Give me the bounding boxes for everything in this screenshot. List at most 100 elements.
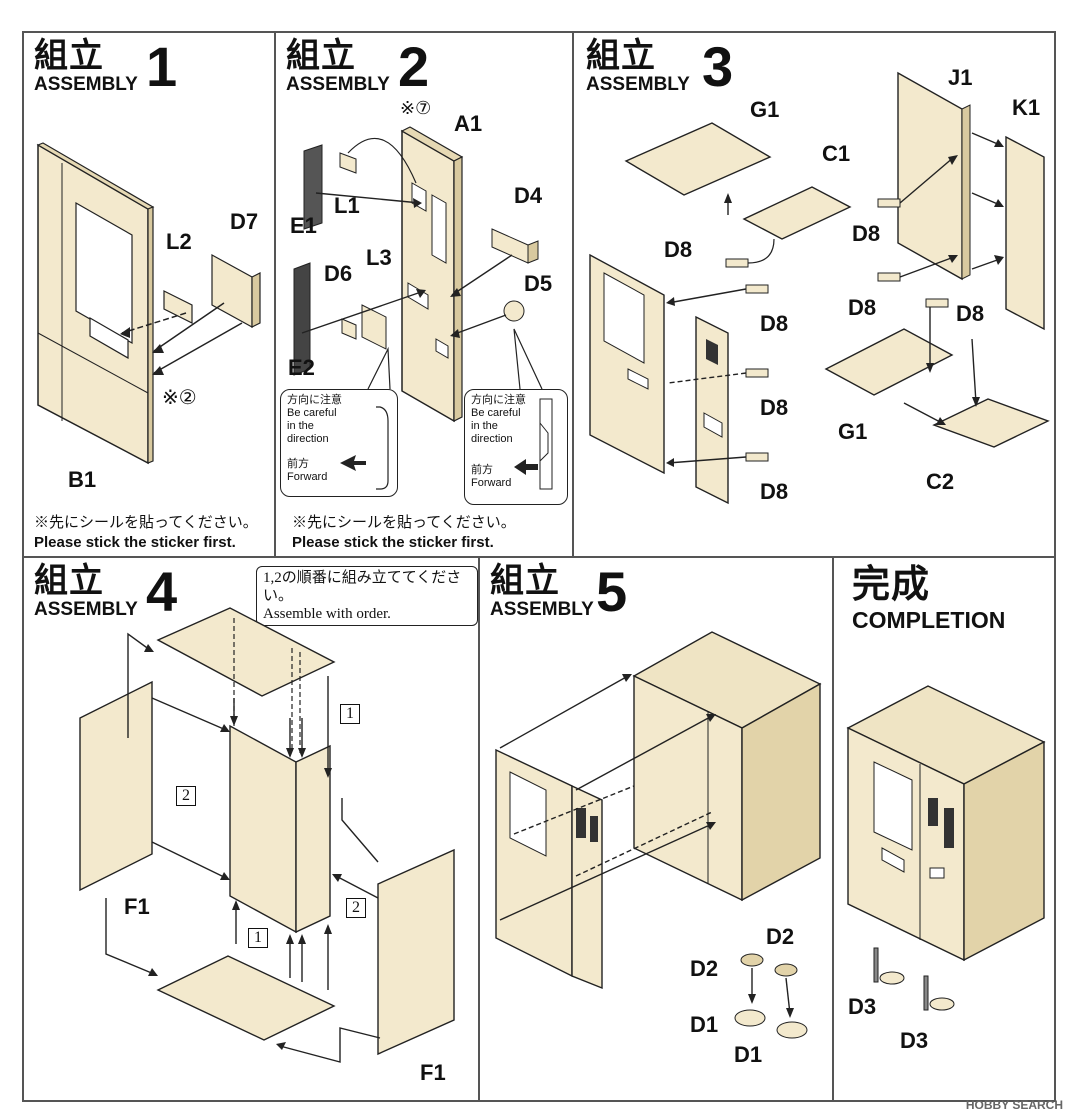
part-label-e1: E1	[290, 213, 317, 238]
step-title-en: ASSEMBLY	[34, 599, 138, 620]
part-label-l2: L2	[166, 229, 192, 254]
step-2-panel: 組立 ASSEMBLY 2	[276, 33, 572, 556]
part-label-g1: G1	[750, 97, 780, 122]
step-title-en: ASSEMBLY	[490, 599, 594, 620]
note-en: Please stick the sticker first.	[34, 534, 236, 551]
watermark: HOBBY SEARCH	[965, 1098, 1063, 1112]
part-label-c1: C1	[822, 141, 851, 166]
step-3-panel: 組立 ASSEMBLY 3	[574, 33, 1054, 556]
step-title-jp: 組立	[586, 36, 656, 76]
order-note-jp: 1,2の順番に組み立ててください。	[263, 570, 462, 604]
part-label-d7: D7	[230, 209, 259, 234]
step-title-en: ASSEMBLY	[34, 74, 138, 95]
part-label-d8: D8	[760, 395, 789, 420]
part-label-d8: D8	[956, 301, 985, 326]
step-title-jp: 組立	[490, 561, 560, 601]
order-note: 1,2の順番に組み立ててください。 Assemble with order.	[256, 566, 478, 626]
order-mark: 2	[346, 898, 366, 918]
callout-forward-jp: 前方	[287, 458, 309, 470]
step-title-jp: 組立	[286, 36, 356, 76]
note-jp: ※先にシールを貼ってください。	[34, 514, 258, 531]
step-header: 組立 ASSEMBLY 3	[586, 36, 733, 95]
step-header: 組立 ASSEMBLY 2	[286, 36, 429, 95]
step-title-jp: 組立	[34, 36, 104, 76]
step-1-illustration	[36, 142, 261, 465]
step-5-illustration	[495, 631, 822, 1039]
callout-forward-en: Forward	[287, 471, 328, 483]
part-label-d6: D6	[324, 261, 353, 286]
step-number: 2	[398, 35, 430, 98]
part-label-l1: L1	[334, 193, 360, 218]
divider	[572, 31, 574, 558]
completion-illustration	[846, 685, 1046, 1011]
sticker-note: ※先にシールを貼ってください。 Please stick the sticker…	[34, 513, 258, 553]
step-header: 組立 ASSEMBLY 1	[34, 36, 177, 95]
part-label-d4: D4	[514, 183, 543, 208]
callout-en: Be careful	[471, 407, 521, 419]
part-label-l3: L3	[366, 245, 392, 270]
step-3-illustration	[589, 71, 1050, 505]
part-label-d5: D5	[524, 271, 553, 296]
step-title-en: ASSEMBLY	[286, 74, 390, 95]
step-title-jp: 完成	[852, 562, 931, 606]
sticker-ref: ※②	[162, 387, 197, 409]
order-mark: 1	[248, 928, 268, 948]
step-number: 1	[146, 35, 178, 98]
note-en: Please stick the sticker first.	[292, 534, 494, 551]
step-header: 組立 ASSEMBLY 4	[34, 561, 177, 620]
part-label-d8: D8	[848, 295, 877, 320]
part-label-b1: B1	[68, 467, 97, 492]
part-label-f1: F1	[124, 894, 150, 919]
step-title-jp: 組立	[34, 561, 104, 601]
part-label-g1: G1	[838, 419, 868, 444]
step-header: 組立 ASSEMBLY 5	[490, 561, 627, 620]
part-label-j1: J1	[948, 65, 973, 90]
step-number: 4	[146, 560, 178, 623]
part-label-d8: D8	[664, 237, 693, 262]
part-label-d8: D8	[760, 311, 789, 336]
callout-jp: 方向に注意	[287, 394, 342, 406]
note-jp: ※先にシールを貼ってください。	[292, 514, 516, 531]
step-5-panel: 組立 ASSEMBLY 5 D2 D2 D1 D1	[480, 558, 832, 1100]
callout-forward-en: Forward	[471, 477, 512, 489]
step-4-illustration	[79, 607, 455, 1063]
callout-en: direction	[287, 433, 329, 445]
part-label-d1: D1	[734, 1042, 763, 1067]
callout-en: Be careful	[287, 407, 337, 419]
completion-panel: 完成 COMPLETION D3 D3	[834, 558, 1054, 1100]
order-note-en: Assemble with order.	[263, 606, 391, 622]
step-header: 完成 COMPLETION	[852, 564, 1005, 632]
part-label-c2: C2	[926, 469, 955, 494]
sticker-ref: ※⑦	[400, 98, 432, 118]
callout-en: in the	[287, 420, 314, 432]
divider	[478, 556, 480, 1102]
callout-en: in the	[471, 420, 498, 432]
part-label-a1: A1	[454, 111, 483, 136]
part-label-f1: F1	[420, 1060, 446, 1085]
step-2-illustration	[293, 126, 543, 423]
divider	[832, 556, 834, 1102]
step-4-panel: 組立 ASSEMBLY 4 1,2の順番に組み立ててください。 Assemble…	[24, 558, 478, 1100]
part-label-d2: D2	[766, 924, 795, 949]
step-title-en: ASSEMBLY	[586, 74, 690, 95]
order-mark: 1	[340, 704, 360, 724]
order-mark: 2	[176, 786, 196, 806]
divider	[274, 31, 276, 558]
step-number: 5	[596, 560, 628, 623]
callout-shapes	[340, 398, 553, 490]
part-label-d3: D3	[900, 1028, 929, 1053]
part-label-d3: D3	[848, 994, 877, 1019]
instruction-sheet	[22, 31, 1056, 1102]
step-1-panel: 組立 ASSEMBLY 1 L2 D7 B1 ※② ※先にシールを貼ってください…	[24, 33, 274, 556]
part-label-d1: D1	[690, 1012, 719, 1037]
part-label-d2: D2	[690, 956, 719, 981]
part-label-d8: D8	[760, 479, 789, 504]
part-label-e2: E2	[288, 355, 315, 380]
step-title-en: COMPLETION	[852, 607, 1006, 633]
divider	[22, 556, 1056, 558]
callout-jp: 方向に注意	[471, 394, 526, 406]
step-number: 3	[702, 35, 734, 98]
callout-forward-jp: 前方	[471, 464, 493, 476]
callout-en: direction	[471, 433, 513, 445]
part-label-k1: K1	[1012, 95, 1041, 120]
